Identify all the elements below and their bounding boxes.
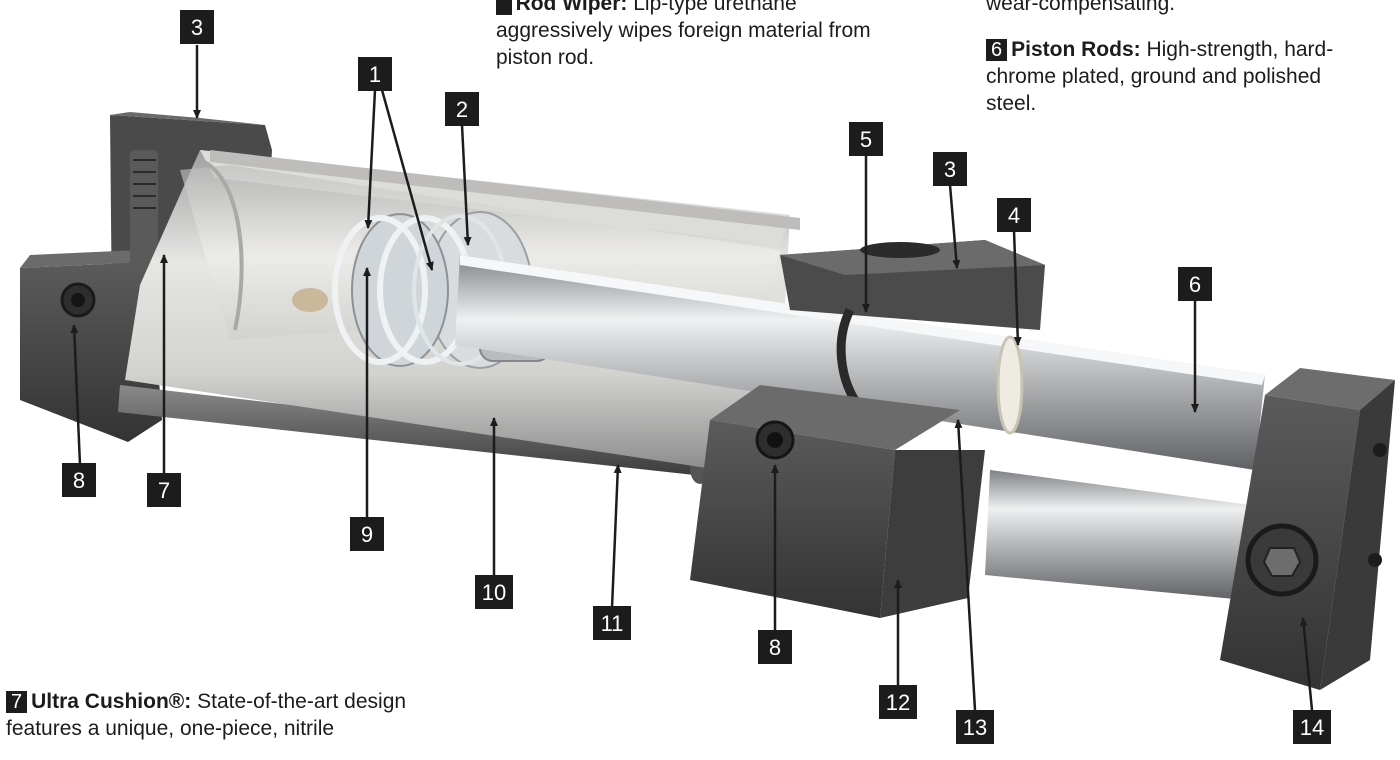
callout-1: 1 — [358, 57, 392, 91]
rod-seal-band — [836, 307, 862, 408]
callout-10: 10 — [475, 575, 513, 609]
svg-text:14: 14 — [1300, 715, 1324, 740]
note-wear-compensating-text: wear-compensating. — [986, 0, 1176, 15]
callout-3-right: 3 — [933, 152, 967, 186]
note-rod-wiper-text: Lip-type urethane — [633, 0, 797, 15]
callout-5: 5 — [849, 122, 883, 156]
svg-text:8: 8 — [73, 468, 85, 493]
svg-text:13: 13 — [963, 715, 987, 740]
head-end-block — [690, 385, 985, 618]
note-piston-rods-line3: steel. — [986, 92, 1037, 115]
note-rod-wiper: Rod Wiper: Lip-type urethane aggressivel… — [496, 0, 936, 71]
svg-text:1: 1 — [369, 62, 381, 87]
note-number-badge: 7 — [6, 691, 28, 713]
svg-text:9: 9 — [361, 522, 373, 547]
rod-wiper-ring — [996, 335, 1024, 435]
piston-rod-upper — [455, 255, 1265, 470]
callout-12: 12 — [879, 685, 917, 719]
callout-3-top-left: 3 — [180, 10, 214, 44]
svg-text:11: 11 — [601, 611, 624, 636]
rod-bearing-block — [780, 240, 1045, 330]
piston-rod-lower — [985, 470, 1250, 600]
svg-text:8: 8 — [769, 635, 781, 660]
callout-13: 13 — [956, 710, 994, 744]
svg-text:10: 10 — [482, 580, 506, 605]
note-rod-wiper-line2: aggressively wipes foreign material from — [496, 19, 871, 42]
note-piston-rods-text: High-strength, hard- — [1146, 38, 1334, 61]
callout-14: 14 — [1293, 710, 1331, 744]
svg-text:7: 7 — [158, 478, 170, 503]
note-ultra-cushion-line2: features a unique, one-piece, nitrile — [6, 717, 335, 740]
note-piston-rods-title: Piston Rods: — [1011, 38, 1141, 61]
note-wear-compensating: wear-compensating. — [986, 0, 1386, 17]
svg-text:6: 6 — [1189, 272, 1201, 297]
note-ultra-cushion-text: State-of-the-art design — [197, 690, 407, 713]
callout-8-left: 8 — [62, 463, 96, 497]
svg-text:3: 3 — [191, 15, 203, 40]
leader-arrows — [70, 45, 1314, 711]
callout-9: 9 — [350, 517, 384, 551]
note-ultra-cushion-title: Ultra Cushion®: — [31, 690, 192, 713]
callout-7: 7 — [147, 473, 181, 507]
svg-text:2: 2 — [456, 97, 468, 122]
svg-text:12: 12 — [886, 690, 910, 715]
tooling-plate — [1220, 368, 1395, 690]
callout-11: 11 — [593, 606, 631, 640]
note-number-badge: 6 — [986, 39, 1008, 61]
callout-6: 6 — [1178, 267, 1212, 301]
callout-8-right: 8 — [758, 630, 792, 664]
svg-text:4: 4 — [1008, 203, 1020, 228]
svg-text:5: 5 — [860, 127, 872, 152]
note-rod-wiper-title: Rod Wiper: — [515, 0, 628, 15]
note-rod-wiper-line3: piston rod. — [496, 46, 595, 69]
svg-text:3: 3 — [944, 157, 956, 182]
note-piston-rods-line2: chrome plated, ground and polished — [986, 65, 1322, 88]
callout-2: 2 — [445, 92, 479, 126]
callout-labels: 3 1 2 5 3 4 6 8 — [62, 10, 1331, 744]
note-number-badge — [496, 0, 512, 15]
port-thread-icon — [133, 159, 156, 209]
callout-4: 4 — [997, 198, 1031, 232]
